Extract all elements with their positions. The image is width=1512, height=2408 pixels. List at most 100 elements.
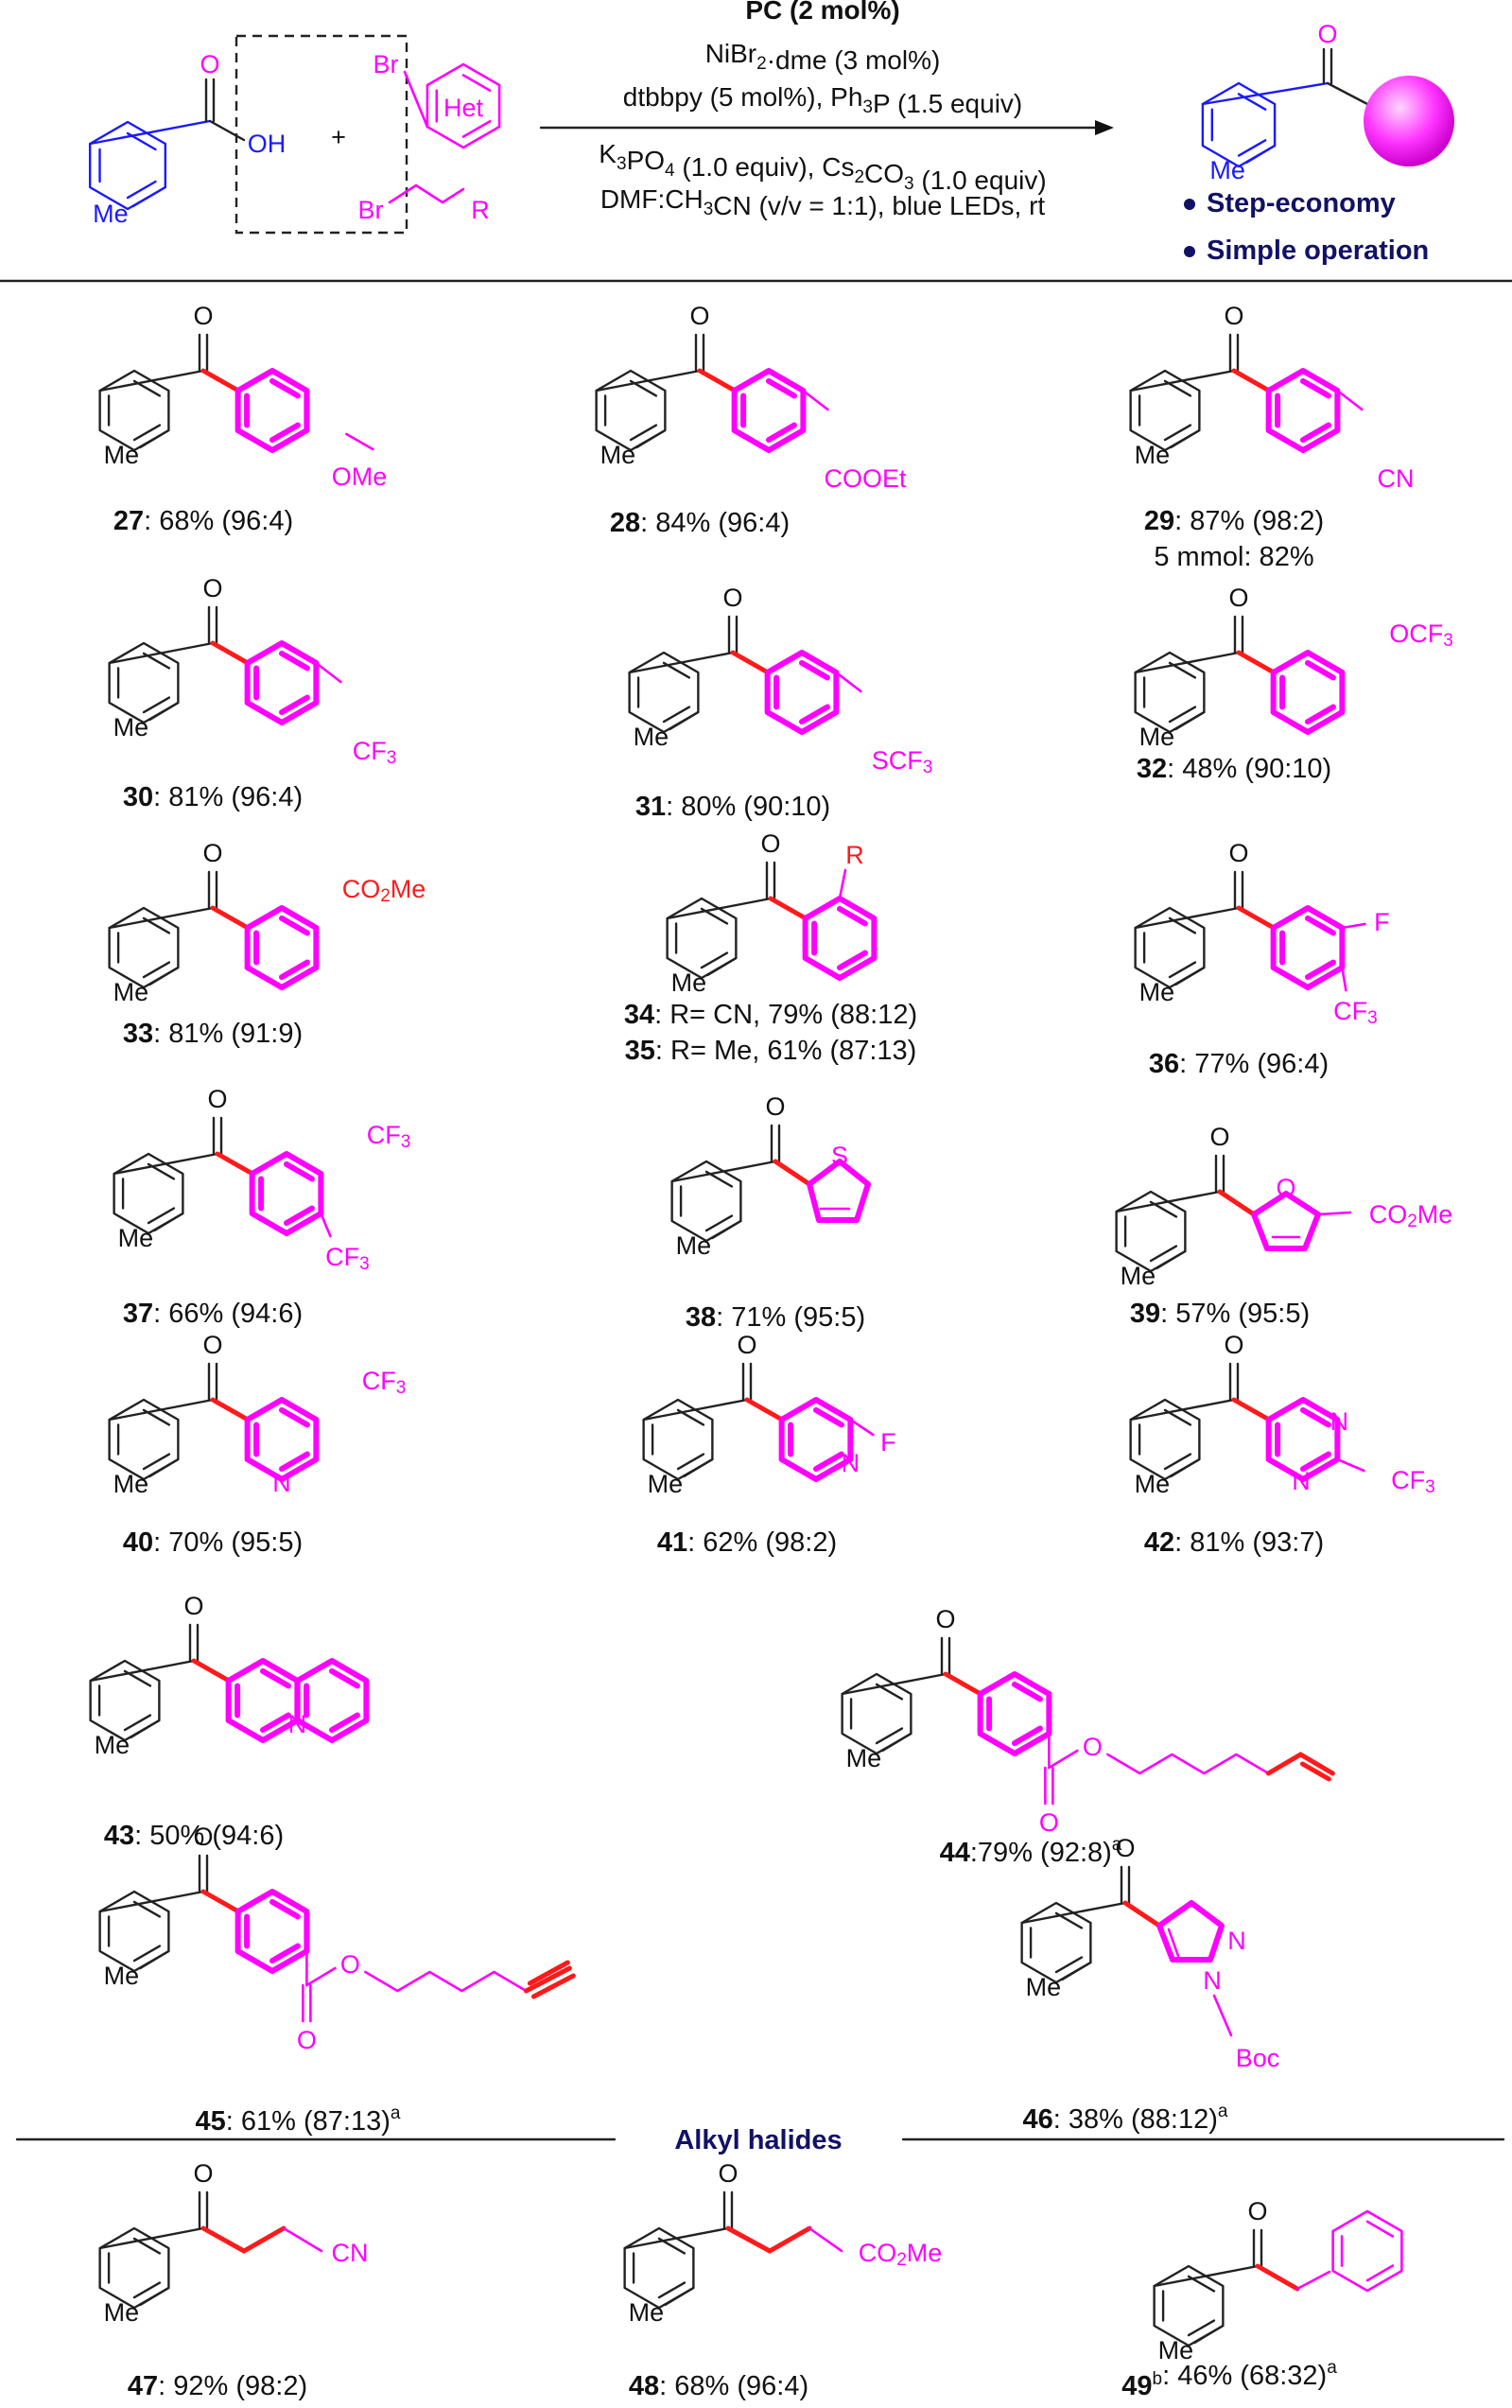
condition-line: NiBr2·dme (3 mol%)	[705, 39, 941, 75]
aryl-carbonyl-bond	[1153, 2264, 1260, 2288]
aryl-carbonyl-bond	[1115, 1190, 1222, 1213]
compound-label: 41: 62% (98:2)	[657, 1527, 837, 1558]
aryl-carbonyl-bond	[623, 2226, 730, 2250]
methyl-label: Me	[671, 968, 707, 997]
tolyl-ring-44	[841, 1672, 912, 1755]
oxy-bond	[345, 432, 374, 451]
carbonyl-oxygen: O	[1228, 839, 1248, 867]
cf3-bond	[246, 1403, 273, 1422]
ester-bond	[1316, 1211, 1352, 1216]
carbonyl-oxygen: O	[765, 1092, 785, 1121]
boc-label: Boc	[1236, 2044, 1280, 2072]
new-c-c-bond	[215, 1151, 255, 1177]
aromatic-bond	[329, 1667, 360, 1689]
aromatic-bond	[837, 950, 868, 971]
tolyl-ring-33	[108, 906, 180, 989]
f-bond	[849, 1418, 875, 1437]
carbonyl-oxygen: O	[1224, 302, 1243, 330]
het-ring	[426, 62, 501, 149]
carbonyl-oxygen: O	[1224, 1331, 1243, 1359]
substituent-f: F	[1374, 908, 1390, 936]
plus-sign: +	[331, 123, 346, 151]
compound-label: 28: 84% (96:4)	[610, 508, 790, 538]
aryl-carbonyl-bond	[98, 2226, 205, 2250]
aromatic-bond	[147, 1207, 176, 1225]
r-label: R	[471, 196, 490, 224]
carbonyl-oxygen: O	[202, 574, 222, 602]
aryl-carbonyl-bond	[595, 369, 702, 393]
aromatic-bond	[279, 650, 310, 672]
methyl-label: Me	[1209, 156, 1245, 184]
carbonyl-oxygen: O	[760, 829, 780, 858]
aromatic-bond	[799, 704, 830, 725]
methyl-bond	[139, 428, 170, 449]
cyano-bond	[1336, 389, 1364, 411]
tolyl-ring-31	[628, 651, 700, 734]
feature-1: Simple operation	[1207, 236, 1429, 266]
carbonyl-oxygen: O	[1209, 1123, 1229, 1151]
aryl-carbonyl-bond	[1134, 651, 1241, 674]
cf3-bond	[315, 661, 342, 684]
aromatic-bond	[269, 377, 301, 399]
compound-label: 49b: 46% (68:32)a	[1121, 2358, 1337, 2401]
new-c-c-bond	[1231, 368, 1272, 393]
carbonyl-oxygen: O	[202, 1331, 222, 1359]
methyl-bond	[1156, 1249, 1187, 1270]
condition-line: PC (2 mol%)	[745, 0, 899, 25]
substituent-r: R	[845, 841, 864, 869]
methyl-label: Me	[600, 441, 636, 469]
methyl-bond	[1174, 710, 1206, 731]
aromatic-bond	[1305, 704, 1336, 725]
compound-label: 27: 68% (96:4)	[113, 506, 293, 536]
substituent-cf3: CF3	[1333, 997, 1378, 1028]
tolyl-ring-42	[1129, 1398, 1201, 1481]
aryl-carbonyl-bond	[666, 897, 773, 920]
product-bond	[1326, 81, 1369, 106]
methyl-bond	[1061, 1961, 1092, 1981]
substituent-ocf3: OCF3	[1389, 619, 1453, 651]
aromatic-bond	[1300, 422, 1331, 444]
carbonyl-oxygen: O	[193, 302, 213, 330]
methyl-label: Me	[95, 1731, 130, 1759]
new-c-c-bond	[1217, 1189, 1257, 1217]
aryl-ring-44	[977, 1671, 1052, 1756]
tolyl-ring-30	[108, 641, 180, 724]
substituent-cooet: COOEt	[824, 464, 907, 493]
tolyl-ring-27	[98, 369, 170, 452]
alkyl-chain	[388, 183, 465, 204]
aryl-carbonyl-bond	[108, 1398, 215, 1422]
aryl-ring-34	[802, 896, 878, 981]
compound-label: 46: 38% (88:12)a	[1023, 2102, 1228, 2135]
methyl-label: Me	[113, 713, 149, 742]
new-c-c-bond	[744, 1397, 785, 1422]
compound-label: 30: 81% (96:4)	[123, 782, 303, 812]
tolyl-ring-46	[1020, 1901, 1092, 1984]
aromatic-bond	[279, 1406, 310, 1428]
substituent-scf3: SCF3	[872, 746, 933, 777]
compound-label: 29: 87% (98:2)	[1144, 506, 1324, 536]
aromatic-bond	[1163, 424, 1192, 442]
aryl-carbonyl-bond	[113, 1152, 219, 1176]
pyrazole-ring	[1156, 1900, 1225, 1963]
aromatic-bond	[1300, 377, 1331, 399]
pyrimidine-nitrogen: N	[1292, 1467, 1311, 1495]
aromatic-bond	[799, 659, 830, 681]
tolyl-ring-32	[1134, 651, 1206, 734]
new-c-c-bond	[773, 1159, 812, 1187]
substituent-ome: OMe	[332, 462, 388, 491]
methyl-label: Me	[629, 2298, 665, 2327]
condition-line: K3PO4 (1.0 equiv), Cs2CO3 (1.0 equiv)	[599, 139, 1046, 195]
methyl-bond	[148, 1457, 180, 1478]
substituent-co2me: CO2Me	[1369, 1200, 1453, 1231]
substituent-co2me: CO2Me	[859, 2239, 943, 2270]
methyl-label: Me	[1135, 1470, 1171, 1498]
methyl-bond	[148, 701, 180, 722]
ester-bond	[802, 389, 829, 411]
furan-oxygen: O	[1276, 1174, 1295, 1202]
methyl-label: Me	[113, 1470, 149, 1498]
aromatic-bond	[704, 1214, 734, 1232]
new-c-c-bond	[200, 1889, 241, 1914]
new-c-c-bond	[191, 1658, 232, 1684]
substituent-f: F	[880, 1428, 896, 1457]
aromatic-bond	[284, 1205, 315, 1227]
